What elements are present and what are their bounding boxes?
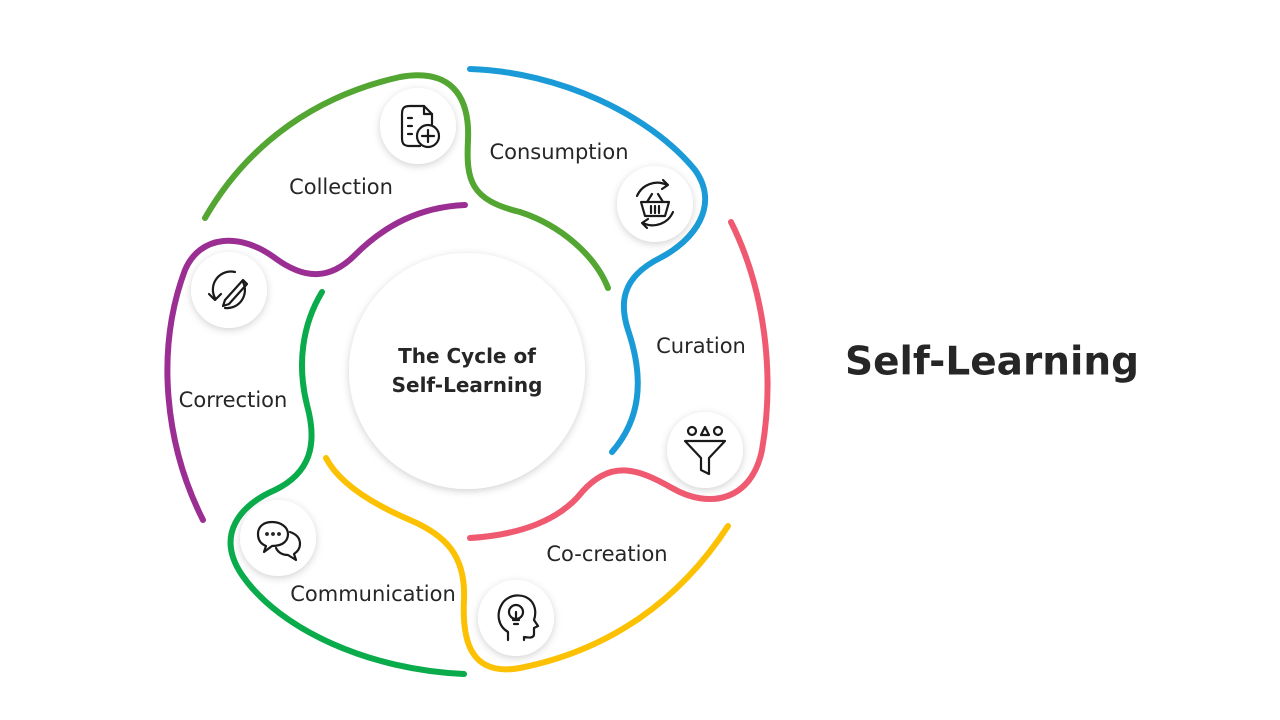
collection-ribbon: [202, 72, 611, 291]
correction-label: Correction: [178, 388, 288, 412]
cocreation-badge: [478, 580, 554, 656]
cocreation-ribbon: [323, 455, 731, 673]
communication-ribbon: [227, 289, 467, 677]
center-title: The Cycle of Self-Learning: [392, 342, 543, 400]
correction-ribbon: [164, 202, 468, 523]
basket-cycle-icon: [635, 178, 675, 230]
page-title: Self-Learning: [844, 339, 1140, 385]
correction-badge: [191, 252, 267, 328]
consumption-ribbon: [467, 66, 708, 455]
curation-badge: [667, 412, 743, 488]
consumption-badge: [617, 166, 693, 242]
center-disk: [349, 253, 585, 489]
consumption-label: Consumption: [489, 140, 629, 164]
document-add-icon: [400, 104, 441, 149]
head-lightbulb-icon: [497, 594, 540, 642]
curation-ribbon: [467, 219, 771, 541]
pencil-cycle-icon: [207, 270, 249, 310]
curation-label: Curation: [656, 334, 746, 358]
cocreation-label: Co-creation: [546, 542, 668, 566]
collection-label: Collection: [289, 175, 393, 199]
funnel-shapes-icon: [683, 425, 727, 476]
communication-badge: [240, 500, 316, 576]
collection-badge: [380, 88, 456, 164]
center-title-line2: Self-Learning: [391, 373, 543, 397]
communication-label: Communication: [290, 582, 456, 606]
chat-bubbles-icon: [256, 520, 302, 562]
center-title-line1: The Cycle of: [398, 344, 536, 368]
